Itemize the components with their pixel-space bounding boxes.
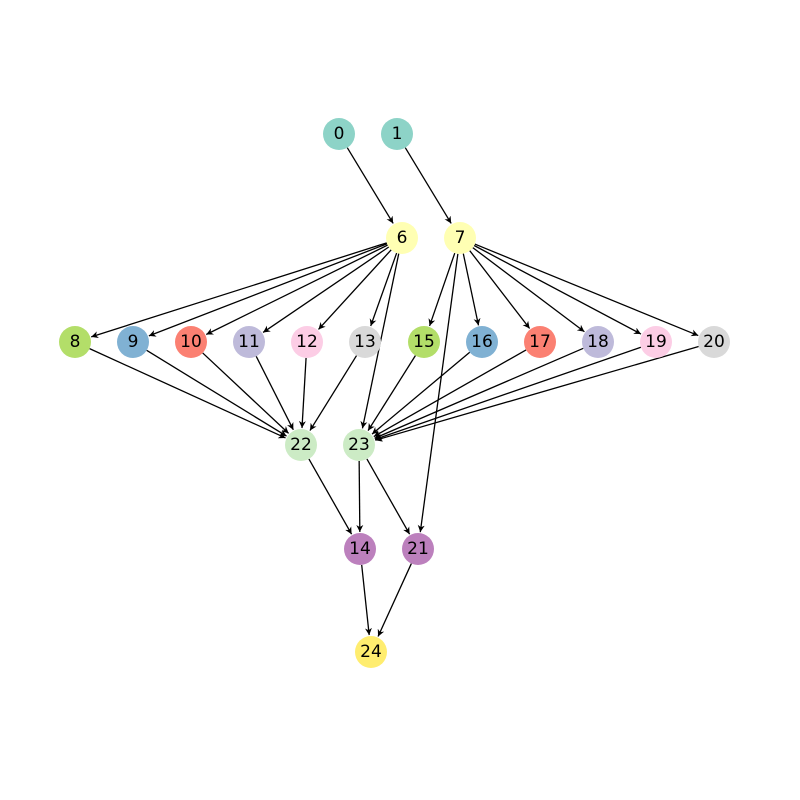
node-13: 13: [349, 326, 381, 358]
node-20: 20: [698, 326, 730, 358]
node-0: 0: [323, 118, 355, 150]
edge-6-10: [205, 244, 388, 336]
node-circle-24: [355, 636, 387, 668]
node-label-18: 18: [587, 332, 609, 352]
node-circle-15: [408, 326, 440, 358]
node-label-9: 9: [128, 332, 139, 352]
node-label-19: 19: [645, 332, 667, 352]
node-circle-16: [466, 326, 498, 358]
node-circle-19: [640, 326, 672, 358]
edge-14-24: [361, 564, 372, 636]
node-label-14: 14: [349, 539, 371, 559]
edge-12-22: [298, 357, 307, 429]
node-circle-14: [344, 533, 376, 565]
node-label-21: 21: [407, 539, 429, 559]
node-circle-22: [285, 429, 317, 461]
node-1: 1: [381, 118, 413, 150]
edge-13-22: [309, 355, 358, 431]
edge-6-11: [262, 246, 390, 333]
edge-18-23: [374, 347, 584, 439]
node-11: 11: [233, 326, 265, 358]
node-label-16: 16: [471, 332, 493, 352]
node-label-6: 6: [397, 228, 408, 248]
edge-7-21: [417, 253, 459, 533]
edge-11-22: [255, 355, 294, 431]
node-14: 14: [344, 533, 376, 565]
node-circle-0: [323, 118, 355, 150]
node-circle-23: [343, 429, 375, 461]
node-19: 19: [640, 326, 672, 358]
node-17: 17: [524, 326, 556, 358]
node-16: 16: [466, 326, 498, 358]
node-label-13: 13: [354, 332, 376, 352]
edge-22-14: [308, 458, 353, 535]
edge-7-15: [428, 252, 456, 327]
edge-7-19: [473, 244, 642, 335]
edge-layer: [89, 147, 699, 637]
node-7: 7: [444, 222, 476, 254]
node-label-8: 8: [70, 332, 81, 352]
edge-17-23: [373, 349, 527, 438]
node-label-20: 20: [703, 332, 725, 352]
edge-6-9: [148, 243, 388, 337]
node-label-12: 12: [296, 332, 318, 352]
edge-6-8: [91, 242, 387, 339]
node-12: 12: [291, 326, 323, 358]
edge-16-23: [371, 351, 471, 435]
node-22: 22: [285, 429, 317, 461]
node-circle-13: [349, 326, 381, 358]
edge-23-21: [366, 458, 411, 535]
edge-23-14: [356, 460, 364, 533]
node-21: 21: [402, 533, 434, 565]
edge-7-18: [472, 247, 585, 333]
edge-19-23: [374, 346, 642, 441]
node-label-24: 24: [360, 642, 382, 662]
node-label-23: 23: [348, 435, 370, 455]
node-15: 15: [408, 326, 440, 358]
node-label-7: 7: [455, 228, 466, 248]
node-circle-10: [175, 326, 207, 358]
node-circle-21: [402, 533, 434, 565]
node-23: 23: [343, 429, 375, 461]
node-10: 10: [175, 326, 207, 358]
node-label-10: 10: [180, 332, 202, 352]
node-label-22: 22: [290, 435, 312, 455]
node-6: 6: [386, 222, 418, 254]
node-circle-9: [117, 326, 149, 358]
edge-1-7: [404, 147, 452, 224]
edge-9-22: [146, 349, 287, 437]
node-label-11: 11: [238, 332, 260, 352]
node-circle-17: [524, 326, 556, 358]
edge-15-23: [367, 355, 417, 431]
node-label-1: 1: [392, 124, 403, 144]
node-circle-12: [291, 326, 323, 358]
node-circle-20: [698, 326, 730, 358]
node-circle-18: [582, 326, 614, 358]
node-circle-8: [59, 326, 91, 358]
edge-7-20: [474, 243, 699, 337]
node-label-17: 17: [529, 332, 551, 352]
node-label-0: 0: [334, 124, 345, 144]
edge-10-22: [202, 352, 290, 434]
node-label-15: 15: [413, 332, 435, 352]
edge-6-13: [369, 252, 398, 327]
node-18: 18: [582, 326, 614, 358]
edge-7-17: [469, 250, 531, 329]
edge-6-12: [317, 249, 392, 330]
node-circle-7: [444, 222, 476, 254]
node-24: 24: [355, 636, 387, 668]
edge-20-23: [375, 345, 699, 442]
node-8: 8: [59, 326, 91, 358]
edge-0-6: [346, 147, 394, 224]
edge-7-16: [462, 253, 481, 326]
edge-21-24: [377, 563, 412, 637]
node-circle-1: [381, 118, 413, 150]
node-circle-6: [386, 222, 418, 254]
node-9: 9: [117, 326, 149, 358]
edge-8-22: [89, 348, 286, 439]
node-circle-11: [233, 326, 265, 358]
